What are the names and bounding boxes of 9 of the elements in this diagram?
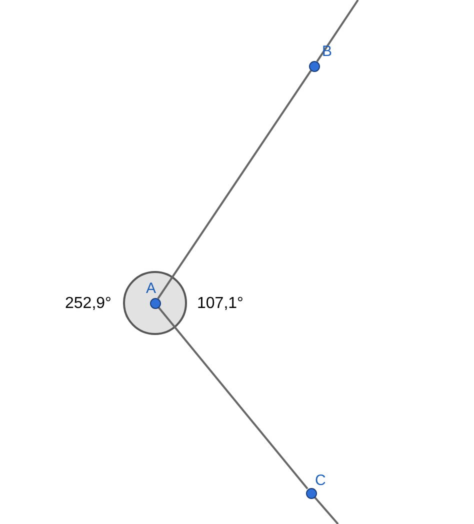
point-label: B	[322, 44, 332, 60]
angle-label: 252,9°	[65, 295, 112, 313]
line-segment	[314, 496, 339, 524]
angle-label: 107,1°	[197, 295, 244, 313]
line-segment	[157, 70, 312, 299]
line-segment	[158, 306, 308, 490]
point-label: A	[146, 281, 156, 297]
point-label: C	[315, 473, 326, 489]
line-segment	[316, 0, 359, 62]
